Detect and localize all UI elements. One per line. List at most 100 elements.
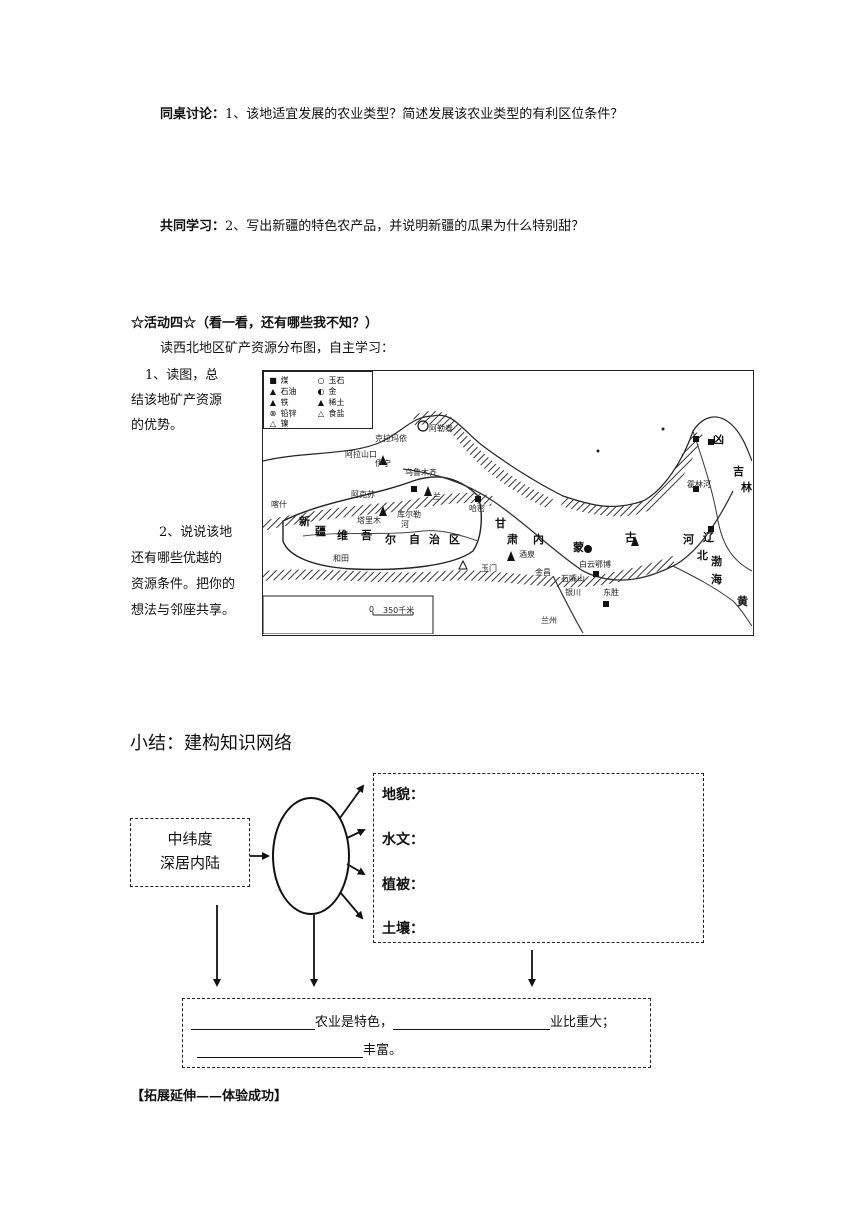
place-label: 辽	[703, 531, 714, 544]
knowledge-network-diagram	[213, 784, 536, 987]
geography-line: 深居内陆	[159, 854, 220, 872]
map-dot	[596, 449, 600, 453]
place-label: 阿勒泰	[429, 424, 453, 433]
region-char: 区	[449, 533, 460, 546]
place-label: 玉门	[481, 564, 497, 573]
q1-line: 结该地矿产资源	[131, 393, 223, 408]
q2-line: 资源条件。把你的	[131, 577, 236, 592]
place-label: 阿克苏	[351, 490, 375, 499]
legend-coal: ■ 煤	[269, 376, 289, 385]
region-char: 吾	[361, 529, 372, 542]
place-label: 伊宁	[375, 459, 391, 468]
oil-marker	[379, 506, 387, 516]
oil-marker	[507, 551, 515, 561]
q2-line: 想法与邻座共享。	[131, 603, 236, 618]
gold-marker	[584, 545, 592, 553]
geography-box: 中纬度 深居内陆	[130, 818, 250, 887]
region-char: 新	[299, 515, 310, 528]
place-label: 河	[401, 520, 409, 529]
discussion-question: 同桌讨论：1、该地适宜发展的农业类型？简述发展该农业类型的有利区位条件？	[160, 106, 623, 124]
legend-gold: ◐ 金	[317, 387, 337, 396]
scale-zero: 0	[369, 605, 375, 614]
extension-title: 【拓展延伸——体验成功】	[131, 1089, 288, 1104]
study-label: 共同学习：	[160, 219, 226, 234]
map-drawing	[263, 411, 752, 634]
center-ellipse	[272, 797, 350, 915]
answer-blank[interactable]	[197, 1043, 363, 1058]
legend-lead-zinc: ⊗ 铅锌	[269, 409, 297, 418]
feature-vegetation: 植被：	[382, 877, 424, 893]
discussion-text: 1、该地适宜发展的农业类型？简述发展该农业类型的有利区位条件？	[225, 107, 624, 122]
place-label: 渤	[711, 555, 722, 568]
feature-landform: 地貌：	[382, 787, 424, 803]
coal-marker	[693, 486, 699, 492]
answer-blank[interactable]	[191, 1015, 315, 1030]
scale-box	[263, 595, 434, 634]
region-char: 甘	[495, 517, 506, 530]
northern-border-belt	[561, 431, 703, 517]
economy-line-2: 丰富。	[197, 1039, 402, 1058]
place-label: 海	[711, 573, 722, 586]
place-label: 银川	[565, 588, 581, 597]
place-label: 霍林河	[687, 480, 711, 489]
activity4-question1: 1、读图，总 结该地矿产资源 的优势。	[131, 363, 251, 438]
tarim-river	[302, 530, 479, 542]
summary-title: 小结：建构知识网络	[130, 733, 292, 754]
border-line	[263, 414, 752, 508]
place-label: 库尔勒	[397, 510, 421, 519]
iron-marker	[631, 536, 639, 546]
study-question: 共同学习：2、写出新疆的特色农产品，并说明新疆的瓜果为什么特别甜？	[160, 218, 584, 236]
arrow-to-vegetation	[346, 863, 366, 876]
geography-line: 中纬度	[167, 830, 213, 848]
answer-blank[interactable]	[393, 1015, 551, 1030]
region-char: 治	[429, 533, 440, 546]
discussion-label: 同桌讨论：	[160, 107, 226, 122]
place-label: 兰	[433, 492, 441, 501]
coal-marker	[708, 526, 714, 532]
region-char: 内	[533, 533, 544, 546]
scale-label: 350千米	[383, 606, 415, 615]
arrow-to-landform	[339, 784, 365, 819]
place-label: 喀什	[271, 500, 287, 509]
railway-line	[402, 468, 734, 581]
railway-northeast	[692, 430, 752, 572]
economy-text: 农业是特色，	[315, 1015, 394, 1030]
study-text: 2、写出新疆的特色农产品，并说明新疆的瓜果为什么特别甜？	[225, 219, 585, 234]
coal-marker	[411, 486, 417, 492]
region-char: 蒙	[573, 541, 584, 554]
place-label: 林	[741, 481, 752, 494]
economy-line-1: 农业是特色， 业比重大；	[191, 1011, 615, 1030]
place-label: 东胜	[603, 588, 619, 597]
region-char: 尔	[385, 533, 396, 546]
place-label: 兰州	[541, 616, 557, 625]
economy-text: 业比重大；	[550, 1015, 616, 1030]
place-label: 和田	[333, 554, 349, 563]
legend-iron: ▲ 铁	[269, 398, 289, 407]
activity4-intro: 读西北地区矿产资源分布图，自主学习：	[160, 341, 395, 356]
economy-text: 丰富。	[363, 1043, 403, 1058]
region-char: 北	[697, 549, 708, 562]
xinjiang-outline	[282, 476, 482, 571]
tianshan-mountains	[263, 493, 493, 531]
place-label: 凶	[713, 433, 724, 446]
q2-line: 2、说说该地	[159, 525, 233, 540]
region-char: 疆	[315, 525, 326, 538]
economy-box: 农业是特色， 业比重大； 丰富。	[182, 998, 651, 1068]
legend-jade: ○ 玉石	[317, 376, 345, 385]
place-label: 克拉玛依	[375, 434, 407, 443]
oil-marker	[379, 455, 387, 465]
altai-mountains	[413, 411, 553, 509]
q1-line: 1、读图，总	[145, 368, 219, 383]
region-char: 肃	[507, 533, 518, 546]
legend-oil: ▲ 石油	[269, 387, 297, 396]
region-char: 维	[337, 529, 348, 542]
arrow-to-hydrology	[346, 828, 366, 839]
place-label: 阿拉山口	[345, 450, 377, 459]
place-label: 石嘴山	[561, 574, 585, 583]
coal-marker	[708, 439, 714, 445]
place-label: 白云鄂博	[579, 560, 611, 569]
salt-marker	[458, 559, 468, 570]
activity4-title: ☆活动四☆（看一看，还有哪些我不知？）	[131, 316, 379, 331]
place-label: 塔里木	[357, 516, 381, 525]
feature-hydrology: 水文：	[382, 832, 424, 848]
